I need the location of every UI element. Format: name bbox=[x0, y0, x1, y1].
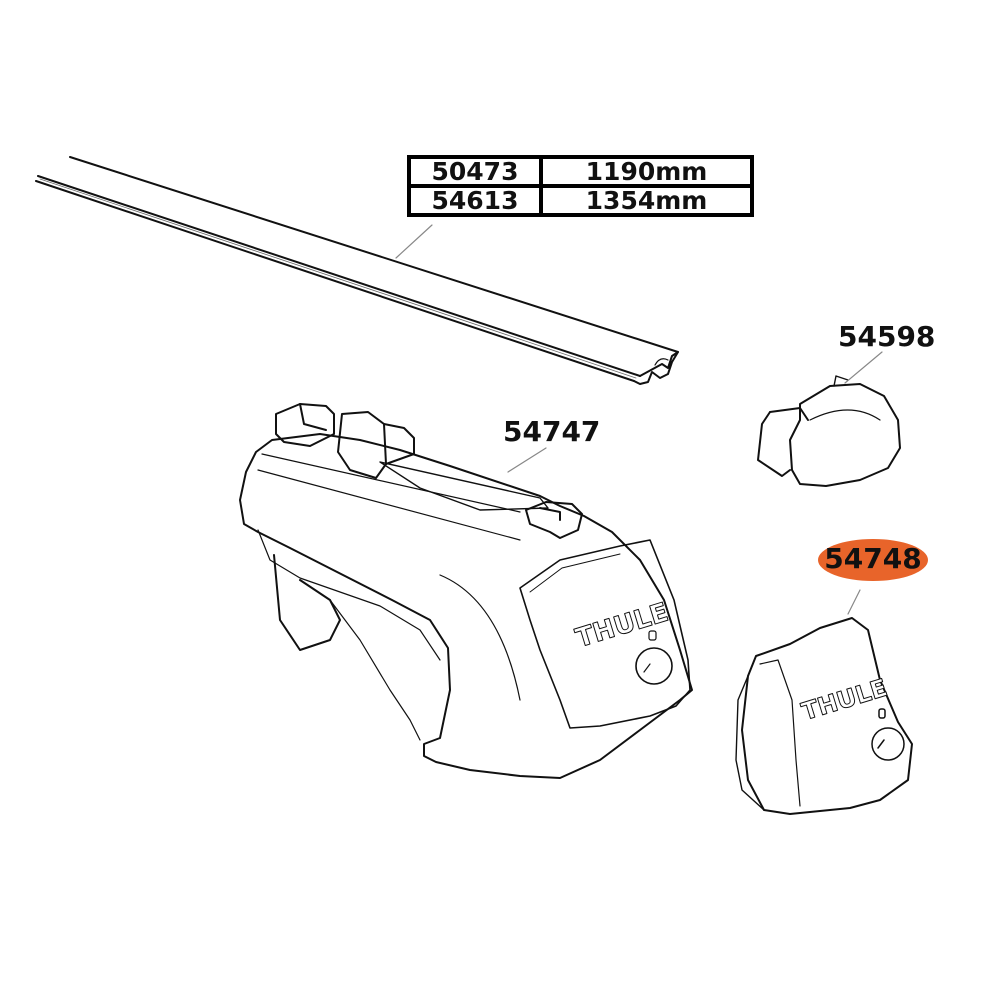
bar-length: 1354mm bbox=[539, 184, 754, 217]
bar-length-table: 50473 1190mm 54613 1354mm bbox=[407, 155, 754, 217]
end-cap-drawing bbox=[757, 375, 901, 487]
bar-leader-line bbox=[395, 224, 433, 259]
end-cap-leader-line bbox=[844, 351, 883, 384]
table-row: 54613 1354mm bbox=[407, 184, 754, 217]
table-row: 50473 1190mm bbox=[407, 155, 754, 188]
foot-cover-leader-line bbox=[847, 589, 861, 615]
foot-leader-line bbox=[507, 447, 547, 473]
bar-part-number: 54613 bbox=[407, 184, 543, 217]
roof-bar-drawing bbox=[35, 156, 679, 385]
foot-drawing bbox=[239, 403, 693, 779]
foot-cover-drawing bbox=[735, 617, 913, 815]
foot-logo: THULE bbox=[572, 598, 672, 654]
foot-cover-part-label: 54748 bbox=[824, 542, 922, 575]
end-cap-part-label: 54598 bbox=[838, 320, 936, 353]
foot-cover-lock-icon bbox=[871, 708, 905, 761]
foot-cover-logo: THULE bbox=[798, 674, 890, 726]
bar-part-number: 50473 bbox=[407, 155, 543, 188]
bar-length: 1190mm bbox=[539, 155, 754, 188]
highlight-oval bbox=[818, 539, 928, 581]
foot-part-label: 54747 bbox=[503, 415, 601, 448]
